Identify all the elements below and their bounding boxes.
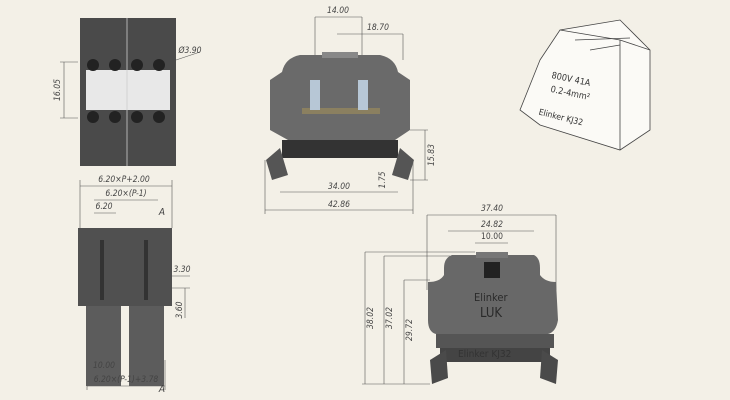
section-marker-top: A [158,207,166,218]
dim-hole-diameter: Ø3.90 [178,46,202,56]
dim-15-83: 15.83 [426,144,437,166]
dim-14-00: 14.00 [327,6,349,16]
dim-37-02: 37.02 [384,307,395,329]
dim-10-00: 10.00 [481,232,503,242]
front-view-terminal-block [428,252,558,384]
dim-1-75: 1.75 [377,171,388,189]
model-label: LUK [480,306,503,321]
dim-height-16-05: 16.05 [52,79,63,101]
dim-38-02: 38.02 [365,307,376,329]
isometric-view [519,19,651,151]
dim-29-72: 29.72 [404,319,415,341]
dim-3-30: 3.30 [173,265,191,275]
dim-3-60: 3.60 [174,301,185,319]
foot-marking: Elinker KJ32 [458,349,512,360]
dim-42-86: 42.86 [328,200,350,210]
dim-overall-width: 6.20×P+2.00 [98,175,150,185]
side-section-view [78,228,172,386]
dim-24-82: 24.82 [481,220,503,230]
dim-pitch-total: 6.20×(P-1) [105,189,147,199]
top-view-terminal-block [80,18,176,166]
dim-37-40: 37.40 [481,204,503,214]
dim-18-70: 18.70 [367,23,389,33]
dim-34-00: 34.00 [328,182,350,192]
section-marker-bottom: A [158,384,166,395]
brand-label: Elinker [474,291,508,304]
dim-bottom-total: 6.20×(P-1)+3.78 [93,375,159,385]
front-section-view [266,52,414,180]
dim-pitch: 6.20 [95,202,113,212]
dim-rail-10: 10.00 [93,361,115,371]
